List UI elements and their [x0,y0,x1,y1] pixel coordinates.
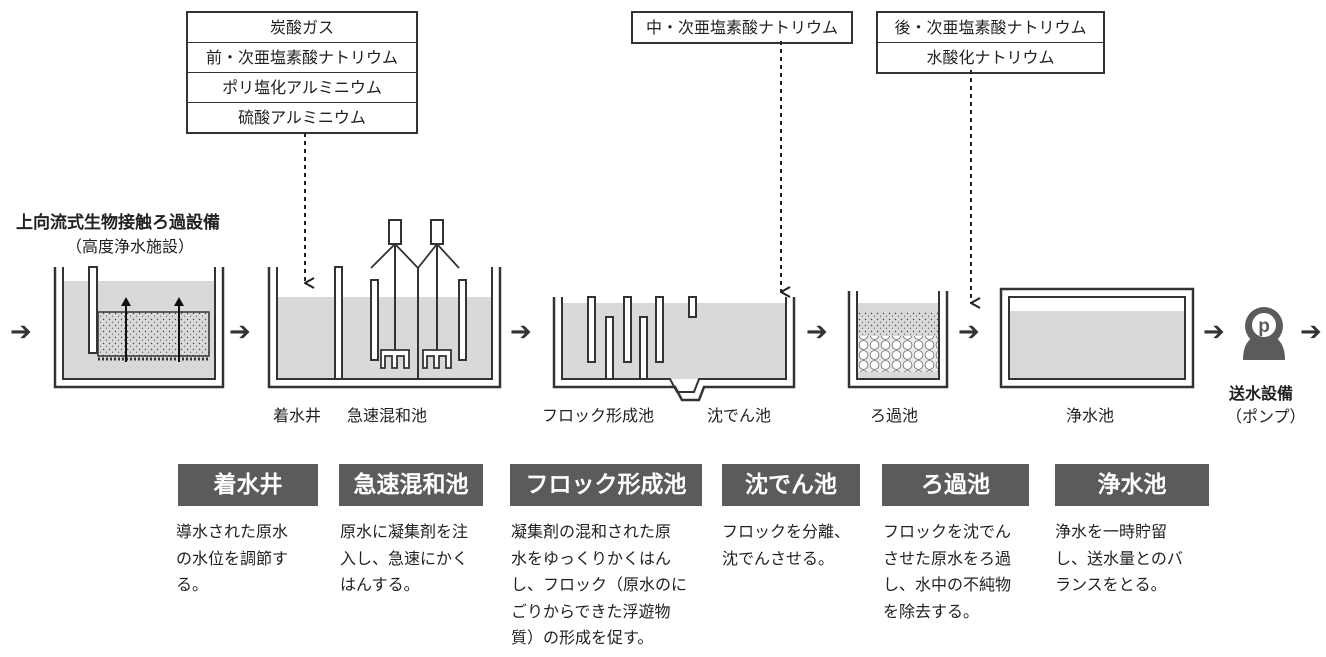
chemical-box-middle: 中・次亜塩素酸ナトリウム [631,11,853,44]
chemical-first-0: 炭酸ガス [269,18,334,37]
flow-arrow-icon: ➔ [958,317,980,347]
flow-arrow-icon: ➔ [1203,317,1225,347]
stage-label-rapid-mixing: 急速混和池 [347,406,428,425]
chemical-first-2: ポリ塩化アルミニウム [188,72,416,102]
description-sedimentation: フロックを分離、 沈でんさせる。 [722,522,851,568]
header-filtration: ろ過池 [882,464,1029,506]
header-sedimentation: 沈でん池 [722,464,860,506]
flow-arrow-icon: ➔ [229,317,251,347]
stage-label-filtration: ろ過池 [870,406,919,425]
flow-arrow-icon: ➔ [10,317,32,347]
advanced-facility-title: 上向流式生物接触ろ過設備 [16,213,220,233]
description-clear-water: 浄水を一時貯留 し、送水量とのバ ランスをとる。 [1055,522,1183,594]
advanced-facility-subtitle: （高度浄水施設） [66,237,195,256]
header-flocculation: フロック形成池 [510,464,702,506]
receiving-and-mixing-tank [267,219,502,389]
stage-label-receiving-well: 着水井 [273,406,322,425]
flow-arrow-icon: ➔ [510,317,532,347]
stage-label-clear-water: 浄水池 [1066,406,1115,425]
stage-label-sedimentation: 沈でん池 [707,406,772,425]
biofilter-tank [53,266,225,389]
chemical-box-last: 後・次亜塩素酸ナトリウム 水酸化ナトリウム [876,11,1105,74]
chemical-box-first: 炭酸ガス前・次亜塩素酸ナトリウムポリ塩化アルミニウム硫酸アルミニウム [186,11,418,134]
chemical-last-1: 水酸化ナトリウム [878,42,1103,72]
flocculation-and-sedimentation-tank [552,296,796,402]
pump-title: 送水設備 [1229,384,1294,403]
description-filtration: フロックを沈でん させた原水をろ過 し、水中の不純物 を除去する。 [883,522,1012,621]
clear-water-tank [999,287,1195,389]
header-receiving-well: 着水井 [178,464,318,506]
flow-arrow-icon: ➔ [1300,317,1322,347]
pump-subtitle: （ポンプ） [1226,407,1306,426]
description-receiving-well: 導水された原水 の水位を調節す る。 [176,522,289,594]
description-flocculation: 凝集剤の混和された原 水をゆっくりかくはん し、フロック（原水のに ごりからでき… [511,522,688,647]
flow-arrow-icon: ➔ [806,317,828,347]
stage-label-flocculation: フロック形成池 [542,406,655,425]
chemical-last-0: 後・次亜塩素酸ナトリウム [894,18,1087,37]
pump-icon: p [1243,307,1285,360]
pump-icon-letter: p [1258,316,1270,337]
chemical-middle-0: 中・次亜塩素酸ナトリウム [645,18,838,37]
header-rapid-mixing: 急速混和池 [339,464,483,506]
description-rapid-mixing: 原水に凝集剤を注 入し、急速にかく はんする。 [340,522,469,594]
header-clear-water: 浄水池 [1055,464,1209,506]
chemical-first-3: 硫酸アルミニウム [188,102,416,132]
filter-tank [847,291,949,389]
chemical-first-1: 前・次亜塩素酸ナトリウム [188,42,416,72]
